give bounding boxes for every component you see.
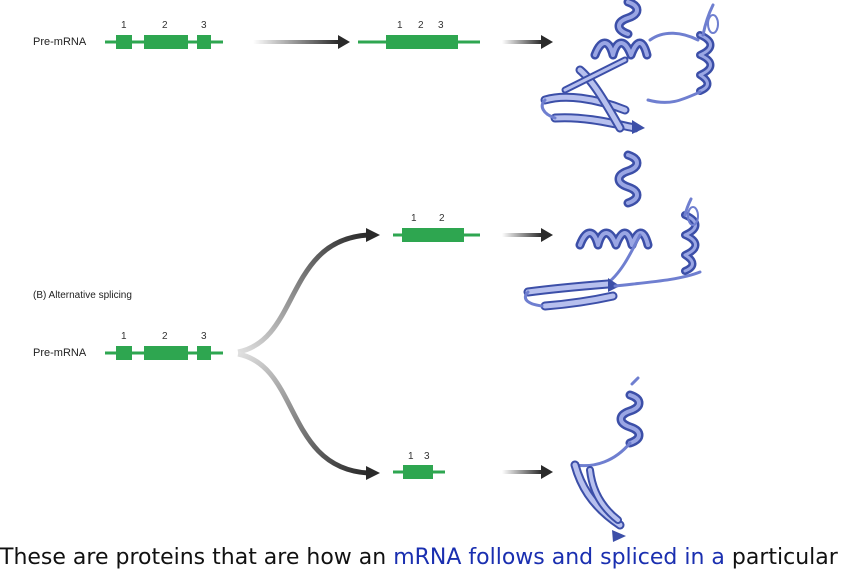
alt-exon-number-2: 2 xyxy=(162,331,168,342)
exon-1 xyxy=(116,35,132,49)
exon-3 xyxy=(197,346,211,360)
top-exon-number-2: 2 xyxy=(162,20,168,31)
branch-arrow-up xyxy=(237,228,380,355)
alt-section-title: (B) Alternative splicing xyxy=(33,290,132,301)
exon-3 xyxy=(197,35,211,49)
caption-part-2: particular xyxy=(724,545,838,570)
top-exon-number-3: 3 xyxy=(201,20,207,31)
variant-a-arrow xyxy=(502,228,553,242)
top-arrow-1 xyxy=(253,35,350,49)
branch-arrow-down xyxy=(237,351,380,480)
top-mrna-number-2: 2 xyxy=(418,20,424,31)
variant-b-arrow xyxy=(502,465,553,479)
variant-a-number-2: 2 xyxy=(439,213,445,224)
top-exon-number-1: 1 xyxy=(121,20,127,31)
variant-b-number-1: 1 xyxy=(408,451,414,462)
top-mrna xyxy=(358,35,480,49)
protein-full xyxy=(540,0,719,134)
variant-a-number-1: 1 xyxy=(411,213,417,224)
exon-2 xyxy=(144,35,188,49)
caption-part-1: These are proteins that are how an xyxy=(0,545,394,570)
alt-premrna-gene xyxy=(105,346,223,360)
mrna-exons xyxy=(386,35,458,49)
protein-variant-a xyxy=(523,150,702,311)
alt-exon-number-3: 3 xyxy=(201,331,207,342)
top-arrow-2 xyxy=(502,35,553,49)
alt-premrna-label: Pre-mRNA xyxy=(33,347,87,359)
mrna-variant-b xyxy=(393,465,445,479)
exon-1 xyxy=(116,346,132,360)
top-premrna-label: Pre-mRNA xyxy=(33,36,87,48)
caption-highlight: mRNA follows and spliced in a xyxy=(393,545,725,570)
exon-2 xyxy=(144,346,188,360)
protein-variant-b xyxy=(570,376,644,542)
top-mrna-number-3: 3 xyxy=(438,20,444,31)
top-premrna-gene xyxy=(105,35,223,49)
variant-b-number-3: 3 xyxy=(424,451,430,462)
top-mrna-number-1: 1 xyxy=(397,20,403,31)
caption-text: These are proteins that are how an mRNA … xyxy=(0,538,863,573)
mrna-variant-a xyxy=(393,228,480,242)
alt-exon-number-1: 1 xyxy=(121,331,127,342)
